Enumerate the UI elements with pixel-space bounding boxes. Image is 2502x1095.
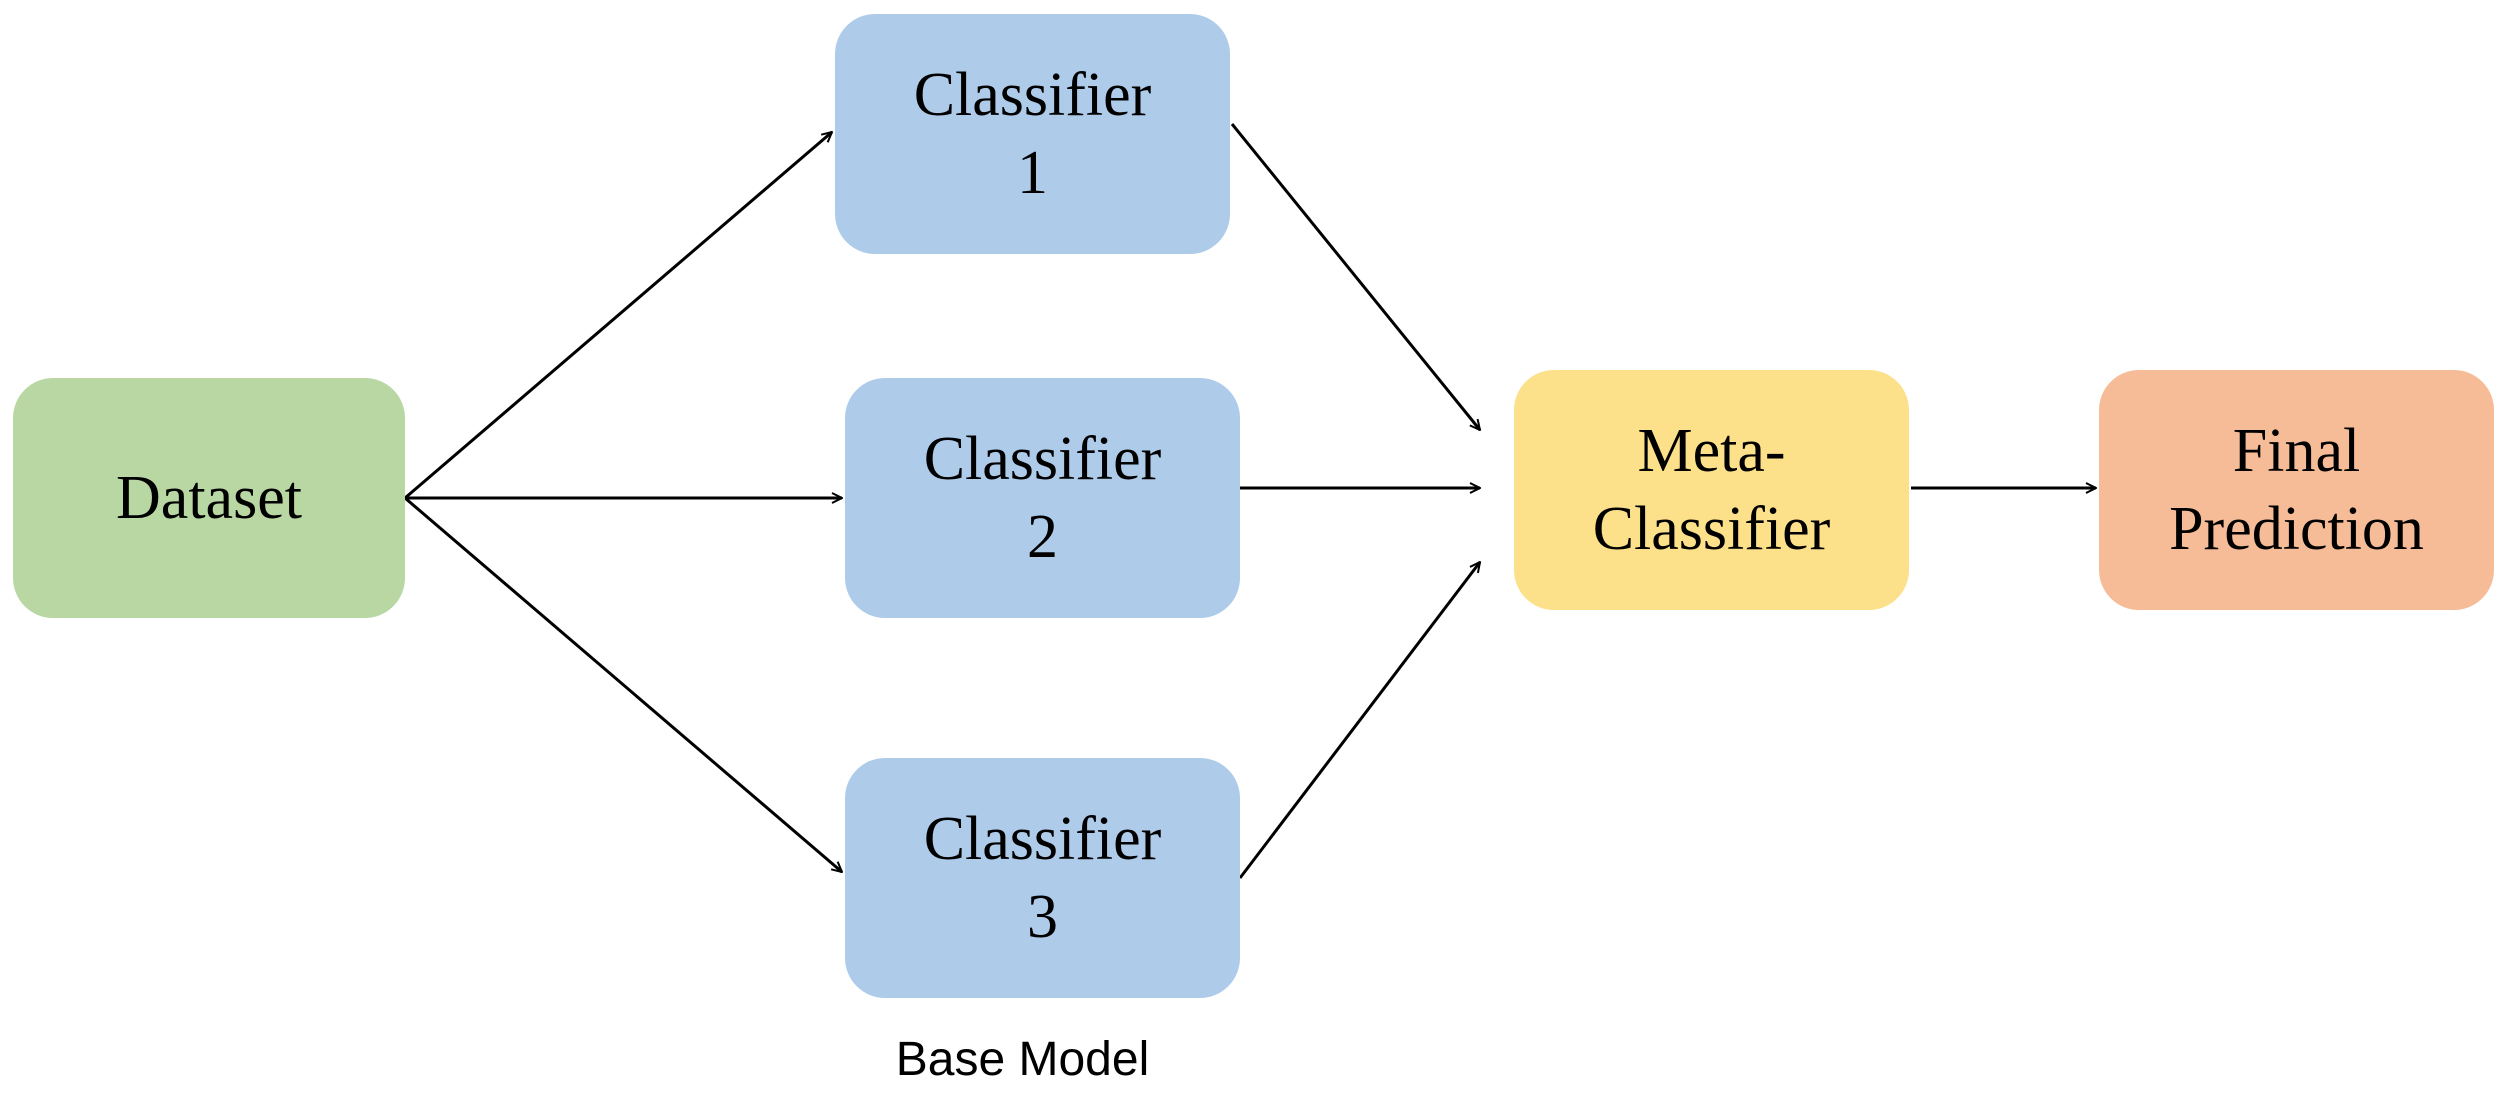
final-prediction-label-line-1: Final: [2232, 417, 2361, 485]
classifier-3-label-line-1: Classifier: [923, 805, 1162, 873]
base-model-label: Base Model: [895, 1033, 1150, 1086]
classifier-3-label-line-2: 3: [1027, 883, 1058, 951]
meta-classifier-label-line-2: Classifier: [1592, 495, 1831, 563]
classifier-2-label-line-2: 2: [1027, 503, 1058, 571]
classifier-3-node: Classifier 3: [845, 758, 1240, 998]
arrow-dataset-to-classifier-1: [404, 132, 832, 500]
classifier-1-label-line-2: 1: [1017, 139, 1048, 207]
classifier-1-node: Classifier 1: [835, 14, 1230, 254]
classifier-2-label-line-1: Classifier: [923, 425, 1162, 493]
dataset-node: Dataset: [13, 378, 405, 618]
final-prediction-label-line-2: Prediction: [2169, 495, 2424, 563]
meta-classifier-node: Meta- Classifier: [1514, 370, 1909, 610]
dataset-label-line-1: Dataset: [116, 464, 302, 532]
classifier-2-node: Classifier 2: [845, 378, 1240, 618]
arrow-classifier-1-to-meta-classifier: [1230, 123, 1480, 430]
arrow-classifier-3-to-meta-classifier: [1238, 562, 1480, 879]
meta-classifier-label-line-1: Meta-: [1637, 417, 1786, 485]
classifier-1-label-line-1: Classifier: [913, 61, 1152, 129]
final-prediction-node: Final Prediction: [2099, 370, 2494, 610]
arrow-dataset-to-classifier-3: [404, 496, 842, 872]
